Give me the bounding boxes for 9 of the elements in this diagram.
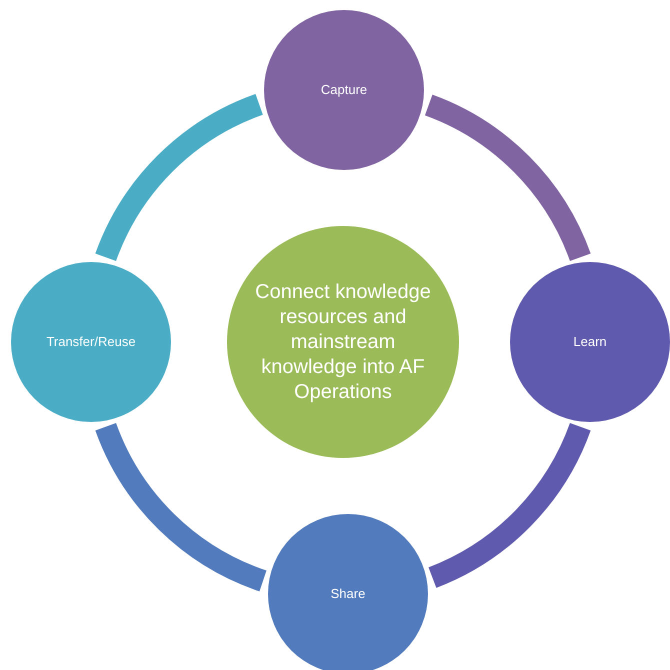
node-label: Share bbox=[330, 586, 366, 602]
node-label: Learn bbox=[573, 334, 607, 350]
node-label: Transfer/Reuse bbox=[46, 334, 136, 350]
node-label: Capture bbox=[320, 82, 368, 98]
arc-connector bbox=[96, 422, 268, 592]
arc-connector bbox=[428, 422, 590, 588]
node-label: Connect knowledge resources and mainstream knowledge into AF Operations bbox=[255, 280, 431, 404]
arc-connector bbox=[424, 94, 590, 262]
arc-connector bbox=[96, 94, 264, 262]
